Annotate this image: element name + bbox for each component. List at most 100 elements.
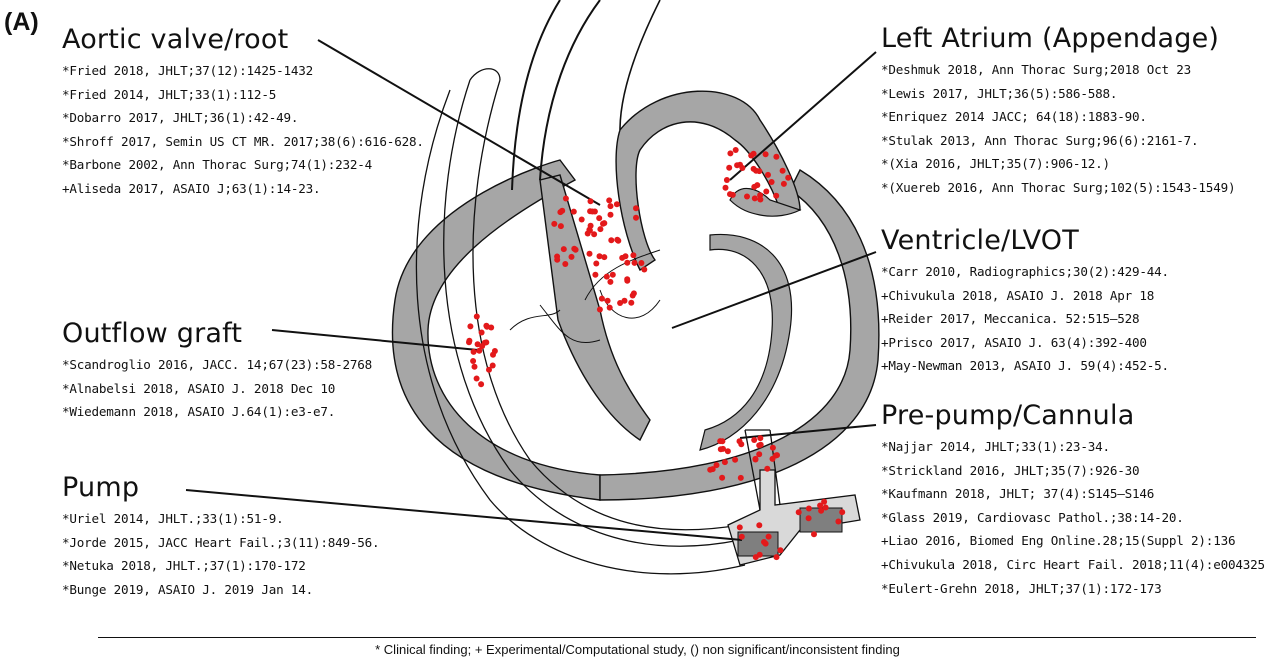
ref-item: *Wiedemann 2018, ASAIO J.64(1):e3-e7. [62,400,372,424]
thrombus-dot [752,195,758,201]
aortic-valve-root-group: Aortic valve/root *Fried 2018, JHLT;37(1… [62,24,424,201]
thrombus-dot [551,221,557,227]
thrombus-dot [785,175,791,181]
thrombus-dot [488,325,494,331]
thrombus-dot [630,252,636,258]
thrombus-dot [563,196,569,202]
thrombus-dot [601,220,607,226]
thrombus-dot [610,272,616,278]
thrombus-dot [739,165,745,171]
ref-item: +Chivukula 2018, ASAIO J. 2018 Apr 18 [881,284,1169,308]
thrombus-dot [588,223,594,229]
thrombus-dot [579,217,585,223]
pump-refs: *Uriel 2014, JHLT.;33(1):51-9. *Jorde 20… [62,507,379,601]
thrombus-dot [475,341,481,347]
thrombus-dot [739,534,745,540]
thrombus-dot [608,237,614,243]
thrombus-dot [756,451,762,457]
thrombus-dot [614,201,620,207]
thrombus-dot [763,151,769,157]
ref-item: *Deshmuk 2018, Ann Thorac Surg;2018 Oct … [881,58,1235,82]
ref-item: *Scandroglio 2016, JACC. 14;67(23):58-27… [62,353,372,377]
ref-item: +Aliseda 2017, ASAIO J;63(1):14-23. [62,177,424,201]
thrombus-dot [474,376,480,382]
thrombus-dot [770,445,776,451]
thrombus-dot [714,462,720,468]
ref-item: *Stulak 2013, Ann Thorac Surg;96(6):2161… [881,129,1235,153]
ventricle-lvot-group: Ventricle/LVOT *Carr 2010, Radiographics… [881,225,1169,378]
thrombus-dot [571,209,577,215]
ref-item: *Eulert-Grehn 2018, JHLT;37(1):172-173 [881,577,1265,601]
lv-lower-wall [700,234,792,450]
thrombus-dot [725,448,731,454]
footer-divider [98,637,1256,638]
thrombus-dot [733,147,739,153]
thrombus-dot [558,223,564,229]
ref-item: +Prisco 2017, ASAIO J. 63(4):392-400 [881,331,1169,355]
ref-item: *Alnabelsi 2018, ASAIO J. 2018 Dec 10 [62,377,372,401]
thrombus-dot [769,179,775,185]
ref-item: *Netuka 2018, JHLT.;37(1):170-172 [62,554,379,578]
prepump-refs: *Najjar 2014, JHLT;33(1):23-34. *Strickl… [881,435,1265,600]
thrombus-dot [751,437,757,443]
thrombus-dot [724,177,730,183]
thrombus-dot [744,194,750,200]
aortic-title: Aortic valve/root [62,24,424,55]
ref-item: *Barbone 2002, Ann Thorac Surg;74(1):232… [62,153,424,177]
thrombus-dot [478,381,484,387]
thrombus-dot [467,323,473,329]
thrombus-dot [727,150,733,156]
ref-item: *Enriquez 2014 JACC; 64(18):1883-90. [881,105,1235,129]
thrombus-dot [732,457,738,463]
thrombus-dot [777,547,783,553]
thrombus-dot [723,185,729,191]
thrombus-dot [592,272,598,278]
thrombus-dot [806,506,812,512]
thrombus-dot [466,339,472,345]
thrombus-dot [756,522,762,528]
thrombus-dot [597,307,603,313]
thrombus-dot [606,197,612,203]
footer-legend: * Clinical finding; + Experimental/Compu… [0,642,1275,657]
thrombus-dot [562,261,568,267]
thrombus-dot [761,539,767,545]
thrombus-dot [766,534,772,540]
thrombus-dot [757,435,763,441]
aortic-refs: *Fried 2018, JHLT;37(12):1425-1432 *Frie… [62,59,424,201]
ref-item: +May-Newman 2013, ASAIO J. 59(4):452-5. [881,354,1169,378]
thrombus-dot [633,205,639,211]
thrombus-dot [811,531,817,537]
thrombus-dot [719,438,725,444]
outflow-graft-group: Outflow graft *Scandroglio 2016, JACC. 1… [62,318,372,424]
outflow-refs: *Scandroglio 2016, JACC. 14;67(23):58-27… [62,353,372,424]
thrombus-dot [569,254,575,260]
thrombus-dot [633,215,639,221]
thrombus-dot [718,446,724,452]
thrombus-dot [490,363,496,369]
pump-group: Pump *Uriel 2014, JHLT.;33(1):51-9. *Jor… [62,472,379,601]
thrombus-dot [756,168,762,174]
thrombus-dot [587,251,593,257]
left-atrium-title: Left Atrium (Appendage) [881,23,1235,54]
ref-item: *Dobarro 2017, JHLT;36(1):42-49. [62,106,424,130]
thrombus-dot [605,298,611,304]
thrombus-dot [490,352,496,358]
thrombus-dot [737,524,743,530]
thrombus-dot [752,456,758,462]
thrombus-dot [719,475,725,481]
ref-item: *Fried 2018, JHLT;37(12):1425-1432 [62,59,424,83]
ref-item: *Lewis 2017, JHLT;36(5):586-588. [881,82,1235,106]
thrombus-dot [597,253,603,259]
thrombus-dot [596,215,602,221]
ref-item: *Carr 2010, Radiographics;30(2):429-44. [881,260,1169,284]
prepump-title: Pre-pump/Cannula [881,400,1265,431]
ref-item: *Kaufmann 2018, JHLT; 37(4):S145–S146 [881,482,1265,506]
ref-item: *Najjar 2014, JHLT;33(1):23-34. [881,435,1265,459]
thrombus-dot [817,503,823,509]
thrombus-dot [476,348,482,354]
ref-item: *Strickland 2016, JHLT;35(7):926-30 [881,459,1265,483]
thrombus-dot [738,475,744,481]
thrombus-dot [806,515,812,521]
thrombus-dot [641,267,647,273]
thrombus-dot [763,189,769,195]
